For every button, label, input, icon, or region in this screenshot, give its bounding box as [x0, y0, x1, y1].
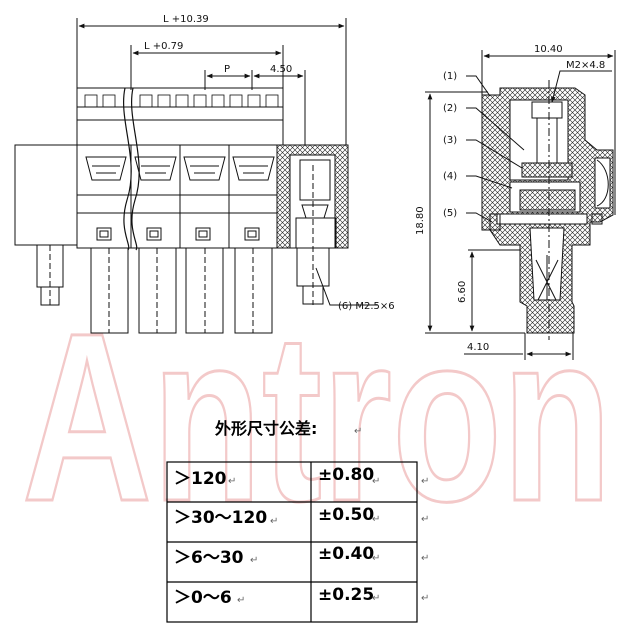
- return-mark: ↵: [372, 593, 380, 604]
- range-cell: ＞0～6: [174, 588, 232, 608]
- dim-pin-length: 6.60: [457, 281, 468, 303]
- dimension-labels: L +10.39 L +0.79 P 4.50 10.40 18.80 6.60…: [144, 14, 605, 353]
- callout-labels: (1) (2) (3) (4) (5): [443, 71, 457, 219]
- watermark: Antron: [21, 282, 614, 553]
- front-view: [14, 18, 378, 334]
- callout-3: (3): [443, 135, 457, 146]
- callout-2: (2): [443, 103, 457, 114]
- return-mark: ↵: [354, 426, 362, 437]
- return-mark: ↵: [250, 555, 258, 566]
- tolerance-table: [166, 461, 418, 623]
- screw-top-label: M2×4.8: [566, 60, 605, 71]
- value-cell: ±0.80: [318, 465, 374, 485]
- callout-5: (5): [443, 208, 457, 219]
- table-row: ＞120 ±0.80 ↵ ↵ ↵: [174, 465, 429, 489]
- callout-1: (1): [443, 71, 457, 82]
- watermark-text: Antron: [22, 283, 612, 551]
- value-cell: ±0.50: [318, 505, 374, 525]
- return-mark: ↵: [372, 553, 380, 564]
- return-mark: ↵: [372, 514, 380, 525]
- table-row: ＞30～120 ±0.50 ↵ ↵ ↵: [174, 505, 429, 528]
- tolerance-section: 外形尺寸公差: ↵ ＞120 ±0.80 ↵ ↵ ↵ ＞30～120 ±0.50…: [166, 419, 429, 623]
- dim-end-offset: 4.50: [270, 64, 292, 75]
- screw-bottom-label: (6) M2.5×6: [338, 301, 395, 312]
- return-mark: ↵: [421, 593, 429, 604]
- value-cell: ±0.25: [318, 585, 374, 605]
- dim-pitch: P: [224, 64, 230, 75]
- dim-overall-length: L +10.39: [163, 14, 209, 25]
- return-mark: ↵: [237, 595, 245, 606]
- dim-height: 18.80: [415, 206, 426, 235]
- range-cell: ＞30～120: [174, 508, 267, 528]
- section-view: [425, 50, 616, 360]
- table-row: ＞6～30 ±0.40 ↵ ↵ ↵: [174, 544, 429, 568]
- range-cell: ＞120: [174, 469, 227, 489]
- callout-4: (4): [443, 171, 457, 182]
- value-cell: ±0.40: [318, 544, 374, 564]
- range-cell: ＞6～30: [174, 548, 244, 568]
- dim-inner-length: L +0.79: [144, 41, 183, 52]
- return-mark: ↵: [421, 553, 429, 564]
- return-mark: ↵: [372, 476, 380, 487]
- dim-width: 10.40: [534, 44, 563, 55]
- return-mark: ↵: [270, 516, 278, 527]
- tolerance-title: 外形尺寸公差:: [214, 419, 317, 438]
- return-mark: ↵: [421, 514, 429, 525]
- table-row: ＞0～6 ±0.25 ↵ ↵ ↵: [174, 585, 429, 608]
- dim-pin-offset: 4.10: [467, 342, 489, 353]
- return-mark: ↵: [421, 476, 429, 487]
- return-mark: ↵: [228, 476, 236, 487]
